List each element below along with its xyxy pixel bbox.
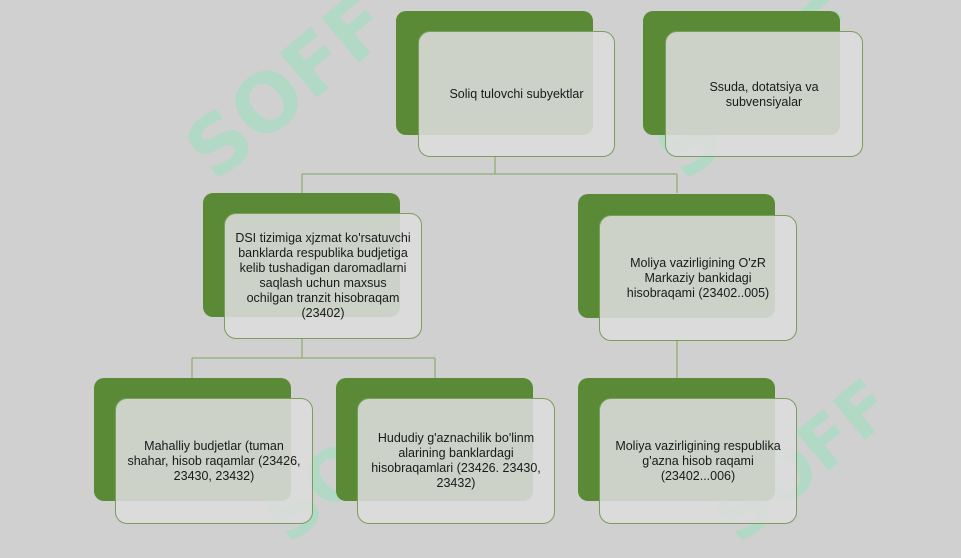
node-ministry-cb-label: Moliya vazirligining O'zR Markaziy banki… <box>626 255 770 300</box>
node-side: Ssuda, dotatsiya va subvensiyalar <box>665 31 863 157</box>
node-side-label: Ssuda, dotatsiya va subvensiyalar <box>709 80 819 109</box>
node-root-label: Soliq tulovchi subyektlar <box>449 86 584 101</box>
node-root: Soliq tulovchi subyektlar <box>418 31 615 157</box>
connector-lines <box>191 157 678 378</box>
node-local: Mahalliy budjetlar (tuman shahar, hisob … <box>115 398 313 524</box>
node-ministry-cb: Moliya vazirligining O'zR Markaziy banki… <box>599 215 797 341</box>
node-local-label: Mahalliy budjetlar (tuman shahar, hisob … <box>127 438 301 483</box>
diagram-canvas: SOFF SOFF SOFF SOFF Soliq tulovchi subye… <box>94 0 908 558</box>
node-regional: Hududiy g'aznachilik bo'linm alarining b… <box>357 398 555 524</box>
node-regional-label: Hududiy g'aznachilik bo'linm alarining b… <box>371 431 541 490</box>
node-ministry-treasury: Moliya vazirligining respublika g'azna h… <box>599 398 797 524</box>
node-ministry-treasury-label: Moliya vazirligining respublika g'azna h… <box>615 438 781 483</box>
node-transit: DSI tizimiga xjzmat ko'rsatuvchi banklar… <box>224 213 422 339</box>
node-transit-label: DSI tizimiga xjzmat ko'rsatuvchi banklar… <box>235 231 411 320</box>
